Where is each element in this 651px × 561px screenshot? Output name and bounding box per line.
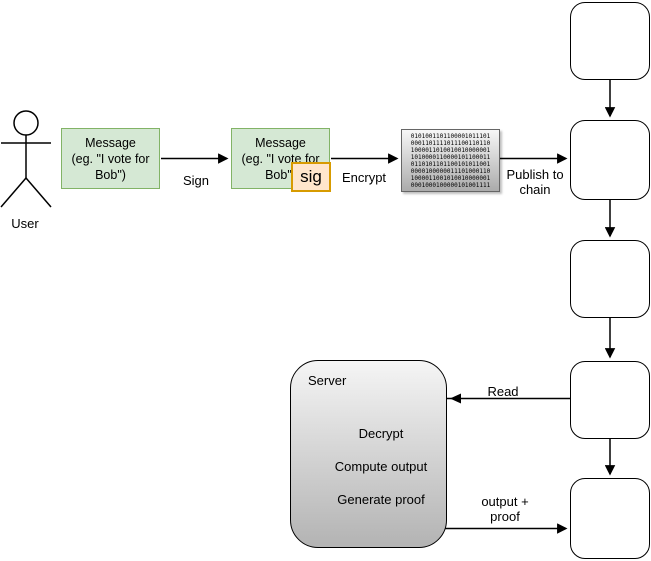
signature-badge: sig [291,162,331,192]
message-box-signed-text: Message (eg. "I vote for Bob") [241,135,320,182]
arrowhead-read-server-edge [450,393,461,404]
server-title: Server [308,373,347,388]
chain-block-1 [570,2,650,80]
output-proof-arrow-label: output + proof [481,494,529,524]
message-box-signed: Message (eg. "I vote for Bob") [231,128,330,189]
chain-block-3 [570,240,650,318]
sign-arrow-label: Sign [182,173,210,188]
actor-right-leg [25,177,52,208]
encrypted-message-box: 0101001101100001011101 00011011110111001… [401,129,500,192]
binary-line: 0101001101100001011101 [410,132,491,140]
server-step-generate-proof: Generate proof [337,492,425,507]
message-box-plain: Message (eg. "I vote for Bob") [61,128,160,189]
server-box: Server Decrypt Compute output Generate p… [290,360,447,548]
user-label: User [11,216,39,231]
binary-line: 1010000110000101100011 [410,153,491,161]
chain-block-2 [570,120,650,200]
publish-to-chain-arrow-label: Publish to chain [506,167,564,197]
binary-line: 0001000100000101001111 [410,181,491,189]
signature-badge-label: sig [300,167,322,186]
encrypt-arrow-label: Encrypt [341,170,387,185]
binary-line: 0110101101100101011001 [410,160,491,168]
actor-left-leg [0,177,27,208]
binary-line: 1000011001010010000001 [410,174,491,182]
message-box-plain-text: Message (eg. "I vote for Bob") [71,135,150,182]
binary-line: 0000100000011101000110 [410,167,491,175]
server-step-decrypt: Decrypt [358,426,404,441]
chain-block-4 [570,361,650,439]
read-arrow-label: Read [487,384,519,399]
actor-head [13,110,39,136]
user-actor-figure [0,110,52,208]
chain-block-5 [570,478,650,559]
binary-line: 0001101111011100110110 [410,139,491,147]
binary-line: 1000011010010010000001 [410,146,491,154]
server-step-compute-output: Compute output [334,459,428,474]
